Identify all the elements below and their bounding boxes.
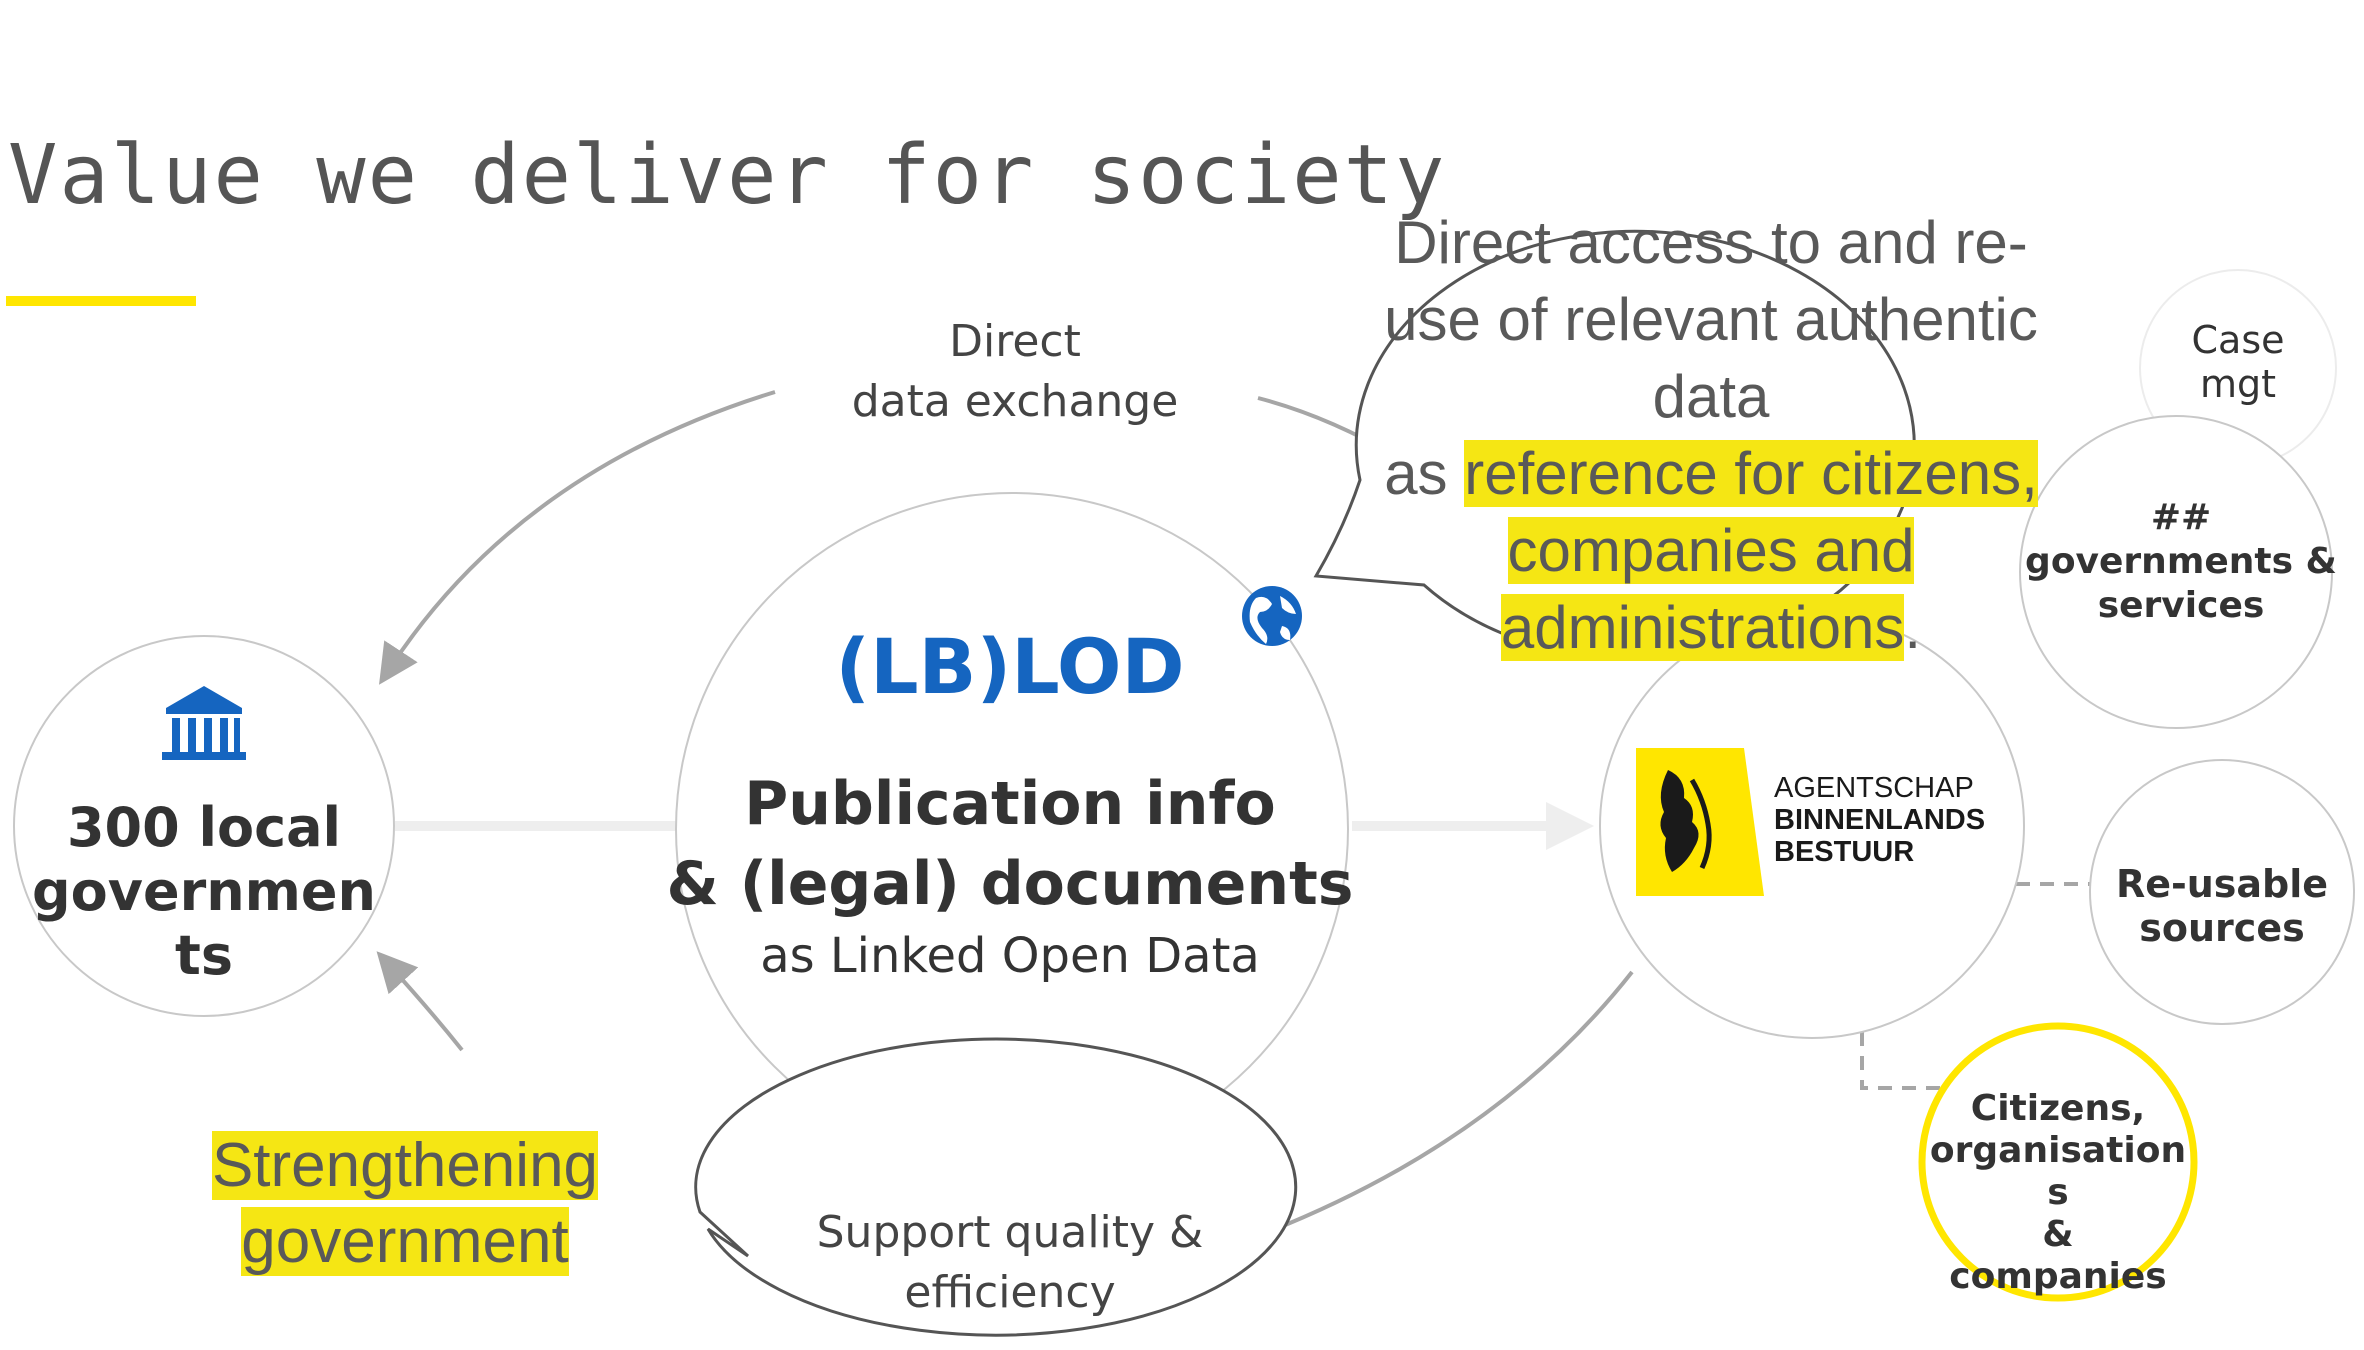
callout-top-line6: administrations.: [1326, 589, 2096, 666]
arrow-support-left: [376, 951, 464, 1052]
connector-arrowhead: [1546, 802, 1594, 850]
center-node-heading: (LB)LOD: [835, 622, 1185, 711]
dashed-connector-citizens: [1860, 1032, 1940, 1090]
agency-line2: BINNENLANDS: [1774, 804, 1986, 836]
page-title: Value we deliver for society: [8, 128, 1447, 223]
agency-line1: AGENTSCHAP: [1774, 772, 1974, 804]
callout-bottom-highlight2: government: [241, 1207, 569, 1276]
callout-top-suffix: .: [1904, 594, 1922, 661]
callout-top-highlight1: reference for citizens,: [1464, 440, 2038, 507]
case-mgt-line1: Case: [2191, 318, 2285, 362]
citizens-line1: Citizens,: [1970, 1088, 2146, 1129]
governments-line2: governments &: [2025, 541, 2337, 582]
center-node-body: Publication info & (legal) documents as …: [660, 764, 1360, 988]
citizens-label: Citizens, organisation s & companies: [1908, 1088, 2208, 1298]
callout-top-line4: as reference for citizens,: [1326, 435, 2096, 512]
flemish-lion-logo: [1636, 748, 1764, 896]
citizens-circle: [1918, 1022, 2198, 1302]
reuse-line1: Re-usable: [2115, 862, 2329, 906]
government-building-icon: [162, 686, 246, 760]
callout-top-line5: companies and: [1326, 512, 2096, 589]
support-quality-label-line2: efficiency: [904, 1267, 1116, 1318]
agency-line3: BESTUUR: [1774, 836, 1915, 868]
left-node-line2: governmen: [32, 860, 376, 923]
callout-top-text: Direct access to and re- use of relevant…: [1326, 204, 2096, 666]
callout-top-line1: Direct access to and re-: [1394, 209, 2028, 276]
governments-circle: [2019, 415, 2333, 729]
center-node-line1: Publication info: [744, 769, 1276, 839]
callout-bottom-line1: Strengthening: [130, 1128, 680, 1204]
agency-label: AGENTSCHAP BINNENLANDS BESTUUR: [1774, 772, 2034, 868]
left-node-label: 300 local governmen ts: [24, 796, 384, 988]
callout-bottom-line2: government: [130, 1204, 680, 1280]
callout-bottom-bubble: [694, 1037, 1298, 1337]
title-underline: [6, 296, 196, 306]
reuse-line2: sources: [2139, 906, 2305, 950]
governments-line1: ##: [2150, 497, 2212, 538]
support-quality-label: Support quality & efficiency: [780, 1203, 1240, 1323]
left-node-circle: [13, 635, 395, 1017]
citizens-line3: s: [2047, 1172, 2069, 1213]
citizens-line4: &: [2042, 1214, 2074, 1255]
center-node-line2: & (legal) documents: [666, 849, 1354, 919]
callout-top-highlight3: administrations: [1500, 594, 1905, 661]
data-exchange-label-line2: data exchange: [851, 376, 1179, 427]
governments-line3: services: [2097, 585, 2265, 626]
arrow-support-right: [1267, 970, 1634, 1234]
case-mgt-line2: mgt: [2199, 362, 2277, 406]
data-exchange-label-line1: Direct: [949, 316, 1081, 367]
globe-icon: [1242, 586, 1302, 646]
citizens-line5: companies: [1949, 1256, 2167, 1297]
reuse-circle: [2089, 759, 2355, 1025]
governments-label: ## governments & services: [2016, 496, 2346, 628]
callout-bottom-highlight1: Strengthening: [211, 1131, 599, 1200]
callout-top-line2: use of relevant authentic: [1384, 286, 2038, 353]
arrow-data-exchange-left: [379, 390, 776, 685]
left-node-line1: 300 local: [66, 796, 342, 859]
case-mgt-label: Case mgt: [2150, 318, 2326, 406]
callout-top-line3: data: [1652, 363, 1770, 430]
data-exchange-label: Direct data exchange: [800, 312, 1230, 432]
callout-bottom-text: Strengthening government: [130, 1128, 680, 1280]
left-node-line3: ts: [175, 924, 233, 987]
reuse-label: Re-usable sources: [2096, 862, 2348, 950]
support-quality-label-line1: Support quality &: [816, 1207, 1204, 1258]
callout-top-highlight2: companies and: [1507, 517, 1915, 584]
citizens-line2: organisation: [1929, 1130, 2187, 1171]
center-node-line3: as Linked Open Data: [760, 928, 1260, 984]
callout-top-prefix: as: [1384, 440, 1465, 507]
